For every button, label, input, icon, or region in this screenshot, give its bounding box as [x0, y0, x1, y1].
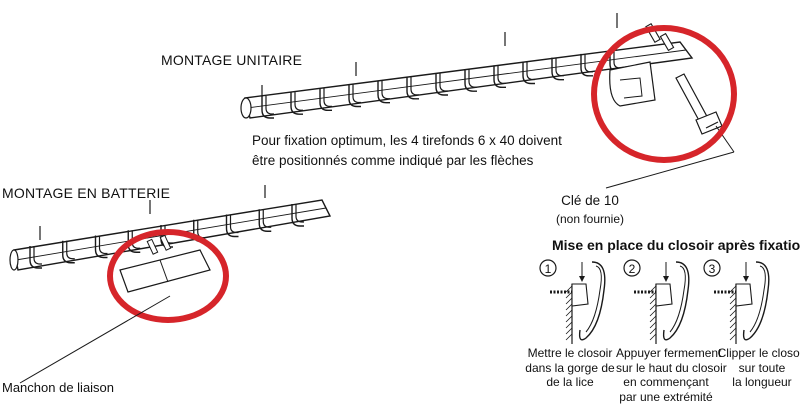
closoir-step-3: 3 [704, 260, 769, 344]
closoir-step-1: 1 [540, 260, 605, 344]
caption-line: dans la gorge de [520, 361, 620, 376]
caption-line: Mettre le closoir [520, 346, 620, 361]
manchon-leader-line [20, 296, 170, 383]
lower-rail [10, 185, 330, 292]
caption-line: sur toute [712, 361, 800, 376]
wrench-label: Clé de 10 (non fournie) [556, 192, 624, 228]
wrench-icon [676, 74, 722, 134]
caption-line: Clipper le closoir [712, 346, 800, 361]
caption-line: de la lice [520, 375, 620, 390]
closoir-steps: 1 2 3 [540, 260, 769, 344]
caption-line: en commençant [616, 375, 716, 390]
wrench-label-sub: (non fournie) [556, 210, 624, 228]
caption-line: la longueur [712, 375, 800, 390]
upper-rail [241, 13, 692, 118]
fixation-note: Pour fixation optimum, les 4 tirefonds 6… [252, 131, 562, 171]
closoir-title: Mise en place du closoir après fixation [552, 237, 800, 253]
caption-line: sur le haut du closoir [616, 361, 716, 376]
wrench-label-title: Clé de 10 [561, 193, 619, 208]
manchon-label: Manchon de liaison [2, 380, 114, 395]
caption-line: par une extrémité [616, 390, 716, 404]
closoir-step-2: 2 [624, 260, 689, 344]
fixation-note-line1: Pour fixation optimum, les 4 tirefonds 6… [252, 131, 562, 151]
step-number: 1 [545, 262, 552, 276]
fixation-note-line2: être positionnés comme indiqué par les f… [252, 151, 562, 171]
montage-batterie-title: MONTAGE EN BATTERIE [2, 185, 170, 201]
montage-unitaire-title: MONTAGE UNITAIRE [161, 52, 302, 68]
caption-line: Appuyer fermement [616, 346, 716, 361]
step-number: 2 [629, 262, 636, 276]
step-number: 3 [709, 262, 716, 276]
